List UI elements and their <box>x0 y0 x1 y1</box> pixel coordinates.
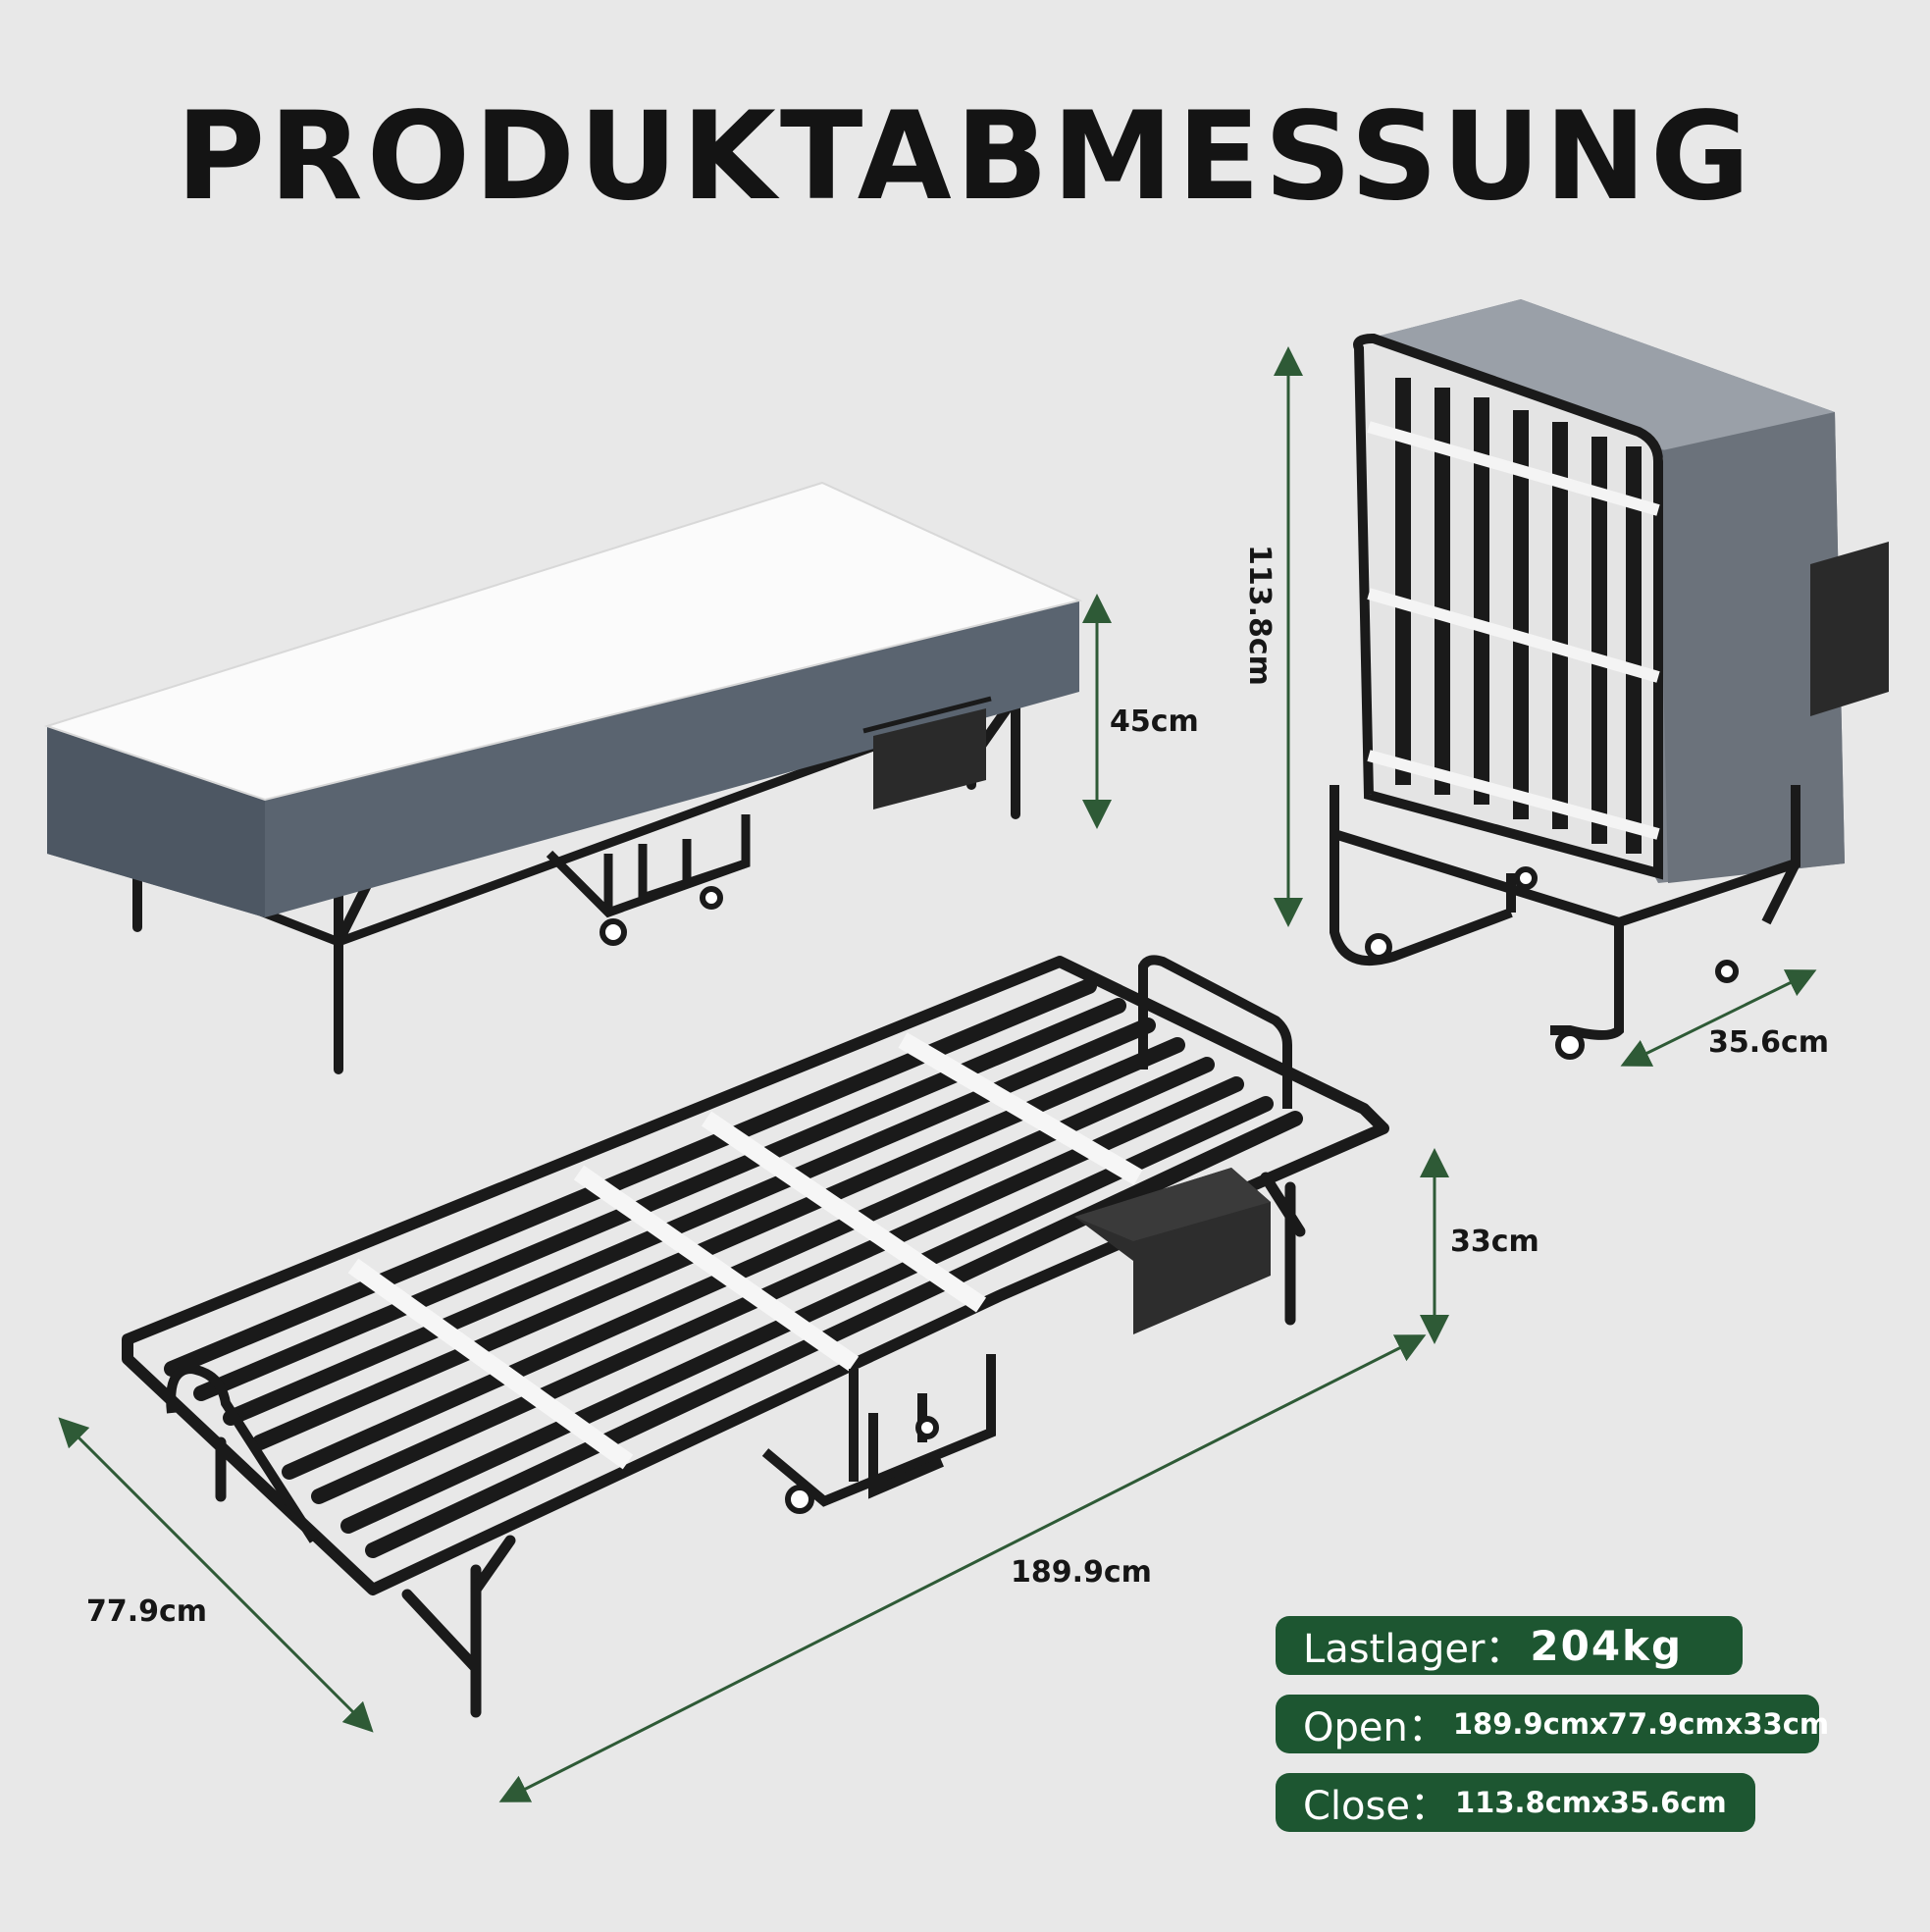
frame-length-label: 189.9cm <box>1011 1555 1152 1590</box>
dimension-arrows <box>58 346 1817 1802</box>
open-size-badge: Open： 189.9cmx77.9cmx33cm <box>1276 1695 1829 1753</box>
close-size-badge: Close： 113.8cmx35.6cm <box>1276 1773 1755 1832</box>
open-size-label: Open： <box>1303 1705 1447 1750</box>
frame-height-label: 33cm <box>1450 1225 1539 1259</box>
arrow-frame-length <box>498 1334 1427 1802</box>
open-frame-illustration <box>122 955 1389 1718</box>
close-size-label: Close： <box>1303 1784 1449 1829</box>
close-size-value: 113.8cmx35.6cm <box>1454 1786 1727 1819</box>
load-capacity-badge: Lastlager： 204kg <box>1276 1616 1743 1675</box>
bed-height-label: 45cm <box>1110 705 1199 739</box>
folded-depth-label: 35.6cm <box>1708 1025 1830 1060</box>
bed-with-mattress-illustration <box>43 481 1083 1074</box>
arrow-folded-depth <box>1620 969 1817 1067</box>
arrow-frame-width <box>58 1417 374 1733</box>
open-size-value: 189.9cmx77.9cmx33cm <box>1452 1707 1830 1741</box>
frame-width-label: 77.9cm <box>86 1594 208 1629</box>
folded-height-label: 113.8cm <box>1242 545 1277 686</box>
page-title: PRODUKTABMESSUNG <box>176 86 1754 228</box>
folded-bed-illustration <box>1330 299 1889 1060</box>
load-capacity-value: 204kg <box>1530 1621 1684 1670</box>
load-capacity-label: Lastlager： <box>1303 1627 1525 1672</box>
